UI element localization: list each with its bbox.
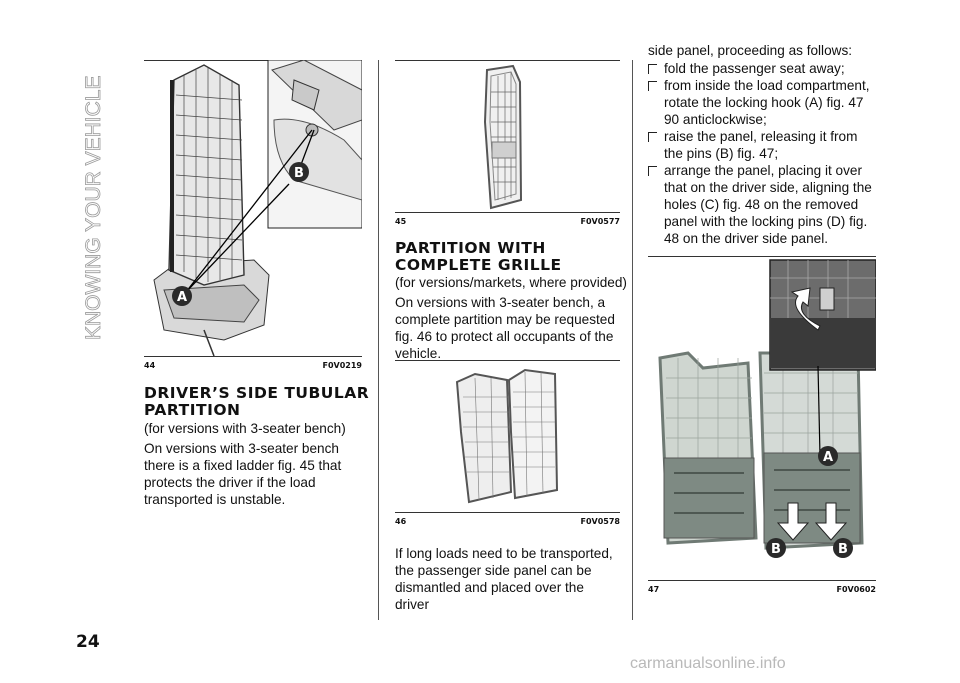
section-side-title: KNOWING YOUR VEHICLE <box>78 40 108 340</box>
section1-para1: (for versions with 3-seater bench) <box>144 421 346 436</box>
fig46-code: F0V0578 <box>580 517 621 526</box>
fig45-number: 45 <box>395 217 407 226</box>
step-text: fold the passenger seat away; <box>664 61 845 76</box>
section2-para1: (for versions/markets, where provided) <box>395 275 627 290</box>
fig45-caption: 45 F0V0577 <box>395 217 620 226</box>
fig47-callout-b2: B <box>838 542 848 557</box>
bullet-icon <box>648 81 657 91</box>
fig44-callout-b: B <box>294 166 304 181</box>
fig46-bottom-rule <box>395 512 620 513</box>
fig44-number: 44 <box>144 361 156 370</box>
column-divider-2 <box>632 60 633 620</box>
watermark: carmanualsonline.info <box>630 655 786 672</box>
bullet-icon <box>648 166 657 176</box>
fig44-caption: 44 F0V0219 <box>144 361 362 370</box>
bullet-icon <box>648 132 657 142</box>
fig47-caption: 47 F0V0602 <box>648 585 876 594</box>
section1-heading-line1: DRIVER’S SIDE TUBULAR <box>144 384 370 402</box>
figure-44-image: A B <box>144 60 362 356</box>
step-item: from inside the load compartment, rotate… <box>648 77 880 128</box>
figure-47-image: A B B <box>648 258 876 578</box>
step-item: fold the passenger seat away; <box>648 60 880 77</box>
column-divider-1 <box>378 60 379 620</box>
fig44-bottom-rule <box>144 356 362 357</box>
figure-45-image <box>395 62 620 212</box>
fig46-number: 46 <box>395 517 407 526</box>
section2-para3: If long loads need to be transported, th… <box>395 546 613 612</box>
side-title-text: KNOWING YOUR VEHICLE <box>82 76 105 341</box>
fig45-bottom-rule <box>395 212 620 213</box>
fig46-top-rule <box>395 360 620 361</box>
fig44-code: F0V0219 <box>322 361 363 370</box>
section2-heading-line1: PARTITION WITH <box>395 239 546 257</box>
step-item: raise the panel, releasing it from the p… <box>648 128 880 162</box>
section1-para2: On versions with 3-seater bench there is… <box>144 441 342 507</box>
fig47-top-rule <box>648 256 876 257</box>
fig45-code: F0V0577 <box>580 217 621 226</box>
fig44-top-rule <box>144 60 362 61</box>
fig47-callout-b1: B <box>771 542 781 557</box>
step-item: arrange the panel, placing it over that … <box>648 162 880 247</box>
fig47-number: 47 <box>648 585 660 594</box>
fig46-caption: 46 F0V0578 <box>395 517 620 526</box>
fig47-bottom-rule <box>648 580 876 581</box>
section2-para2: On versions with 3-seater bench, a compl… <box>395 295 615 361</box>
section3-intro: side panel, proceeding as follows: <box>648 43 853 58</box>
fig47-code: F0V0602 <box>836 585 877 594</box>
step-text: arrange the panel, placing it over that … <box>664 163 872 246</box>
step-text: raise the panel, releasing it from the p… <box>664 129 858 161</box>
fig45-top-rule <box>395 60 620 61</box>
section2-heading: PARTITION WITH COMPLETE GRILLE <box>395 240 562 274</box>
steps-list: fold the passenger seat away; from insid… <box>648 60 880 247</box>
section1-heading: DRIVER’S SIDE TUBULAR PARTITION <box>144 385 369 419</box>
step-text: from inside the load compartment, rotate… <box>664 78 870 127</box>
figure-46-image <box>395 362 620 512</box>
fig44-callout-a: A <box>177 290 187 305</box>
fig47-callout-a: A <box>823 450 833 465</box>
section1-heading-line2: PARTITION <box>144 401 241 419</box>
section2-heading-line2: COMPLETE GRILLE <box>395 256 562 274</box>
bullet-icon <box>648 64 657 74</box>
page-number: 24 <box>76 632 100 652</box>
